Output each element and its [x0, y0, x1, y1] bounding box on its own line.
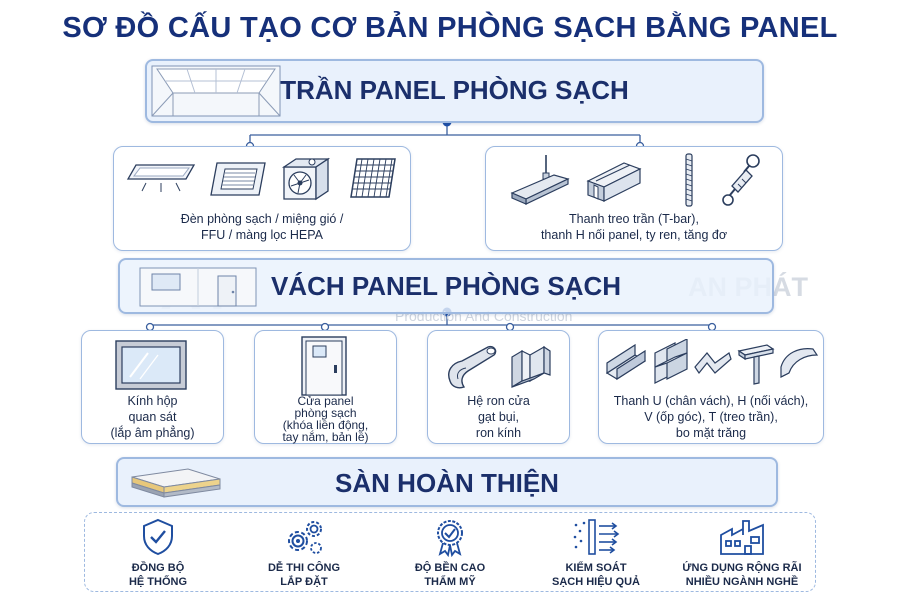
- wall-item-1-line-1: Kính hộp: [127, 394, 178, 408]
- ceiling-right-caption-1: Thanh treo trần (T-bar),: [569, 212, 699, 226]
- wall-item-2-line-1: Cửa panel: [297, 394, 354, 408]
- benefit-2-line-2: LẮP ĐẶT: [280, 576, 328, 588]
- benefit-5-line-1: ỨNG DỤNG RỘNG RÃI: [682, 562, 802, 574]
- wall-item-2-line-4: tay nắm, bản lề): [282, 430, 369, 444]
- floor-band: SÀN HOÀN THIỆN: [116, 457, 778, 507]
- ceiling-hardware-card: Thanh treo trần (T-bar), thanh H nối pan…: [485, 146, 783, 251]
- award-badge-icon: [430, 517, 470, 557]
- t-profile-icon: [737, 343, 775, 385]
- ceiling-band: TRẦN PANEL PHÒNG SẠCH: [145, 59, 764, 123]
- wall-item-4-line-1: Thanh U (chân vách), H (nối vách),: [613, 394, 809, 408]
- wall-heading: VÁCH PANEL PHÒNG SẠCH: [270, 271, 622, 301]
- wall-item-4-line-3: bo mặt trăng: [675, 426, 747, 440]
- wall-item-3-line-3: ron kính: [475, 426, 522, 440]
- benefits-strip: ĐỒNG BỘ HỆ THỐNG DỄ THI CÔNG LẮP ĐẶT: [84, 512, 816, 592]
- gears-icon: [282, 517, 326, 557]
- ceiling-right-caption-2: thanh H nối panel, ty ren, tăng đơ: [540, 228, 728, 242]
- airflow-filter-icon: [572, 517, 620, 557]
- benefit-3-line-1: ĐỘ BỀN CAO: [414, 562, 486, 574]
- cleanroom-light-icon: [126, 161, 196, 197]
- u-channel-icon: [605, 343, 647, 383]
- floor-heading: SÀN HOÀN THIỆN: [335, 468, 559, 498]
- wall-illustration: [138, 264, 258, 313]
- benefit-item: ỨNG DỤNG RỘNG RÃI NHIỀU NGÀNH NGHỀ: [669, 517, 815, 589]
- door-gasket-icon: [444, 341, 500, 393]
- wall-item-2-line-3: (khóa liền động,: [282, 418, 369, 432]
- wall-band: VÁCH PANEL PHÒNG SẠCH: [118, 258, 774, 314]
- benefit-item: ĐỘ BỀN CAO THẨM MỸ: [377, 517, 523, 589]
- wall-item-card-1: Kính hộp quan sát (lắp âm phẳng): [81, 330, 224, 444]
- benefit-4-line-2: SẠCH HIỆU QUẢ: [551, 576, 640, 588]
- benefit-1-line-1: ĐỒNG BỘ: [131, 562, 185, 574]
- wall-item-4-line-2: V (ốp góc), T (treo trần),: [644, 410, 778, 424]
- ceiling-left-caption-2: FFU / màng lọc HEPA: [200, 228, 324, 242]
- wall-item-card-4: Thanh U (chân vách), H (nối vách), V (ốp…: [598, 330, 824, 444]
- benefit-item: ĐỒNG BỘ HỆ THỐNG: [85, 517, 231, 589]
- factory-icon: [718, 517, 766, 557]
- wall-item-3-line-1: Hệ ron cửa: [467, 394, 530, 408]
- wall-item-1-line-3: (lắp âm phẳng): [110, 426, 195, 440]
- wall-item-card-2: Cửa panel phòng sạch (khóa liền động, ta…: [254, 330, 397, 444]
- benefit-1-line-2: HỆ THỐNG: [128, 576, 188, 588]
- h-profile-icon: [584, 157, 644, 203]
- h-channel-icon: [651, 339, 691, 385]
- threaded-rod-icon: [682, 153, 696, 207]
- benefit-item: DỄ THI CÔNG LẮP ĐẶT: [231, 517, 377, 589]
- cleanroom-door-icon: [300, 335, 348, 397]
- hepa-filter-icon: [349, 157, 397, 199]
- ffu-unit-icon: [280, 155, 332, 201]
- benefit-3-line-2: THẨM MỸ: [424, 576, 476, 588]
- ceiling-illustration: [151, 65, 281, 122]
- wall-item-2-line-2: phòng sạch: [294, 406, 357, 420]
- ceiling-heading: TRẦN PANEL PHÒNG SẠCH: [280, 75, 629, 105]
- tbar-hanger-icon: [508, 153, 572, 205]
- glass-seal-icon: [508, 341, 554, 393]
- ceiling-fixtures-card: Đèn phòng sạch / miệng gió / FFU / màng …: [113, 146, 411, 251]
- floor-illustration: [128, 465, 224, 506]
- benefit-4-line-1: KIỂM SOÁT: [565, 562, 627, 574]
- wall-item-card-3: Hệ ron cửa gạt bụi, ron kính: [427, 330, 570, 444]
- benefit-item: KIỂM SOÁT SẠCH HIỆU QUẢ: [523, 517, 669, 589]
- air-diffuser-icon: [209, 159, 267, 199]
- benefit-2-line-1: DỄ THI CÔNG: [267, 562, 341, 574]
- wall-item-1-line-2: quan sát: [128, 410, 177, 424]
- observation-window-icon: [114, 339, 188, 391]
- benefit-5-line-2: NHIỀU NGÀNH NGHỀ: [685, 576, 799, 588]
- v-corner-icon: [693, 349, 733, 377]
- shield-check-icon: [138, 517, 178, 557]
- ceiling-left-caption-1: Đèn phòng sạch / miệng gió /: [180, 212, 344, 226]
- cove-profile-icon: [779, 345, 819, 381]
- turnbuckle-icon: [722, 153, 762, 207]
- wall-item-3-line-2: gạt bụi,: [477, 410, 519, 424]
- page-title: SƠ ĐỒ CẤU TẠO CƠ BẢN PHÒNG SẠCH BẰNG PAN…: [62, 12, 838, 44]
